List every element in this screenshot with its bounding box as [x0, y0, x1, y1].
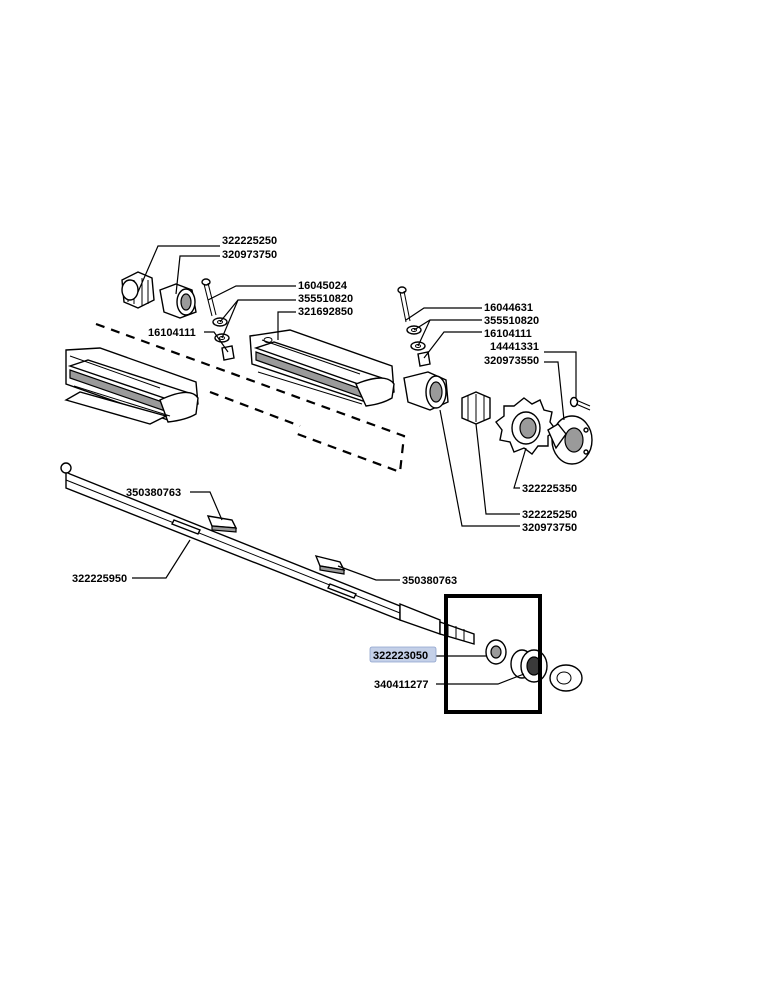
part-number-322225950: 322225950 [72, 573, 127, 585]
part-number-322225350: 322225350 [522, 483, 577, 495]
part-number-355510820-left: 355510820 [298, 293, 353, 305]
part-number-16104111-right: 16104111 [484, 328, 532, 340]
part-number-16045024: 16045024 [298, 280, 348, 292]
part-number-highlight [369, 646, 437, 663]
part-number-350380763-lower: 350380763 [402, 575, 457, 587]
part-number-14441331: 14441331 [490, 341, 539, 353]
small-screw [569, 396, 591, 411]
hinge-plate-center [249, 329, 395, 407]
part-number-labels: 322225250 320973750 16045024 355510820 3… [72, 235, 577, 691]
splined-bushing-right [461, 391, 491, 425]
splined-bushing-top-left [121, 271, 155, 309]
part-number-322223050[interactable]: 322223050 [373, 650, 428, 662]
hinge-plate-left [64, 347, 199, 425]
part-number-355510820-right: 355510820 [484, 315, 539, 327]
main-shaft [60, 462, 475, 645]
part-number-322225250-top: 322225250 [222, 235, 277, 247]
highlight-box [444, 594, 542, 714]
washer-ring [549, 664, 583, 692]
part-number-350380763-upper: 350380763 [126, 487, 181, 499]
part-number-322225250-bottom: 322225250 [522, 509, 577, 521]
flanged-sleeve-right [403, 371, 449, 411]
sprocket [495, 397, 557, 455]
bolt-right-group [397, 286, 431, 367]
part-number-321692850: 321692850 [298, 306, 353, 318]
flanged-sleeve-top-left [159, 283, 197, 319]
flange-hub [547, 415, 593, 465]
part-number-16044631: 16044631 [484, 302, 533, 314]
part-number-320973750-top: 320973750 [222, 249, 277, 261]
dashed-assembly-outline [95, 322, 406, 474]
leader-lines [132, 245, 577, 685]
part-number-340411277: 340411277 [374, 679, 428, 691]
bearing-small [485, 639, 507, 665]
part-number-320973750-bottom: 320973750 [522, 522, 577, 534]
feather-key-lower [314, 554, 346, 575]
part-number-320973550: 320973550 [484, 355, 539, 367]
part-number-16104111-left: 16104111 [148, 327, 196, 339]
feather-key-upper [206, 515, 238, 533]
